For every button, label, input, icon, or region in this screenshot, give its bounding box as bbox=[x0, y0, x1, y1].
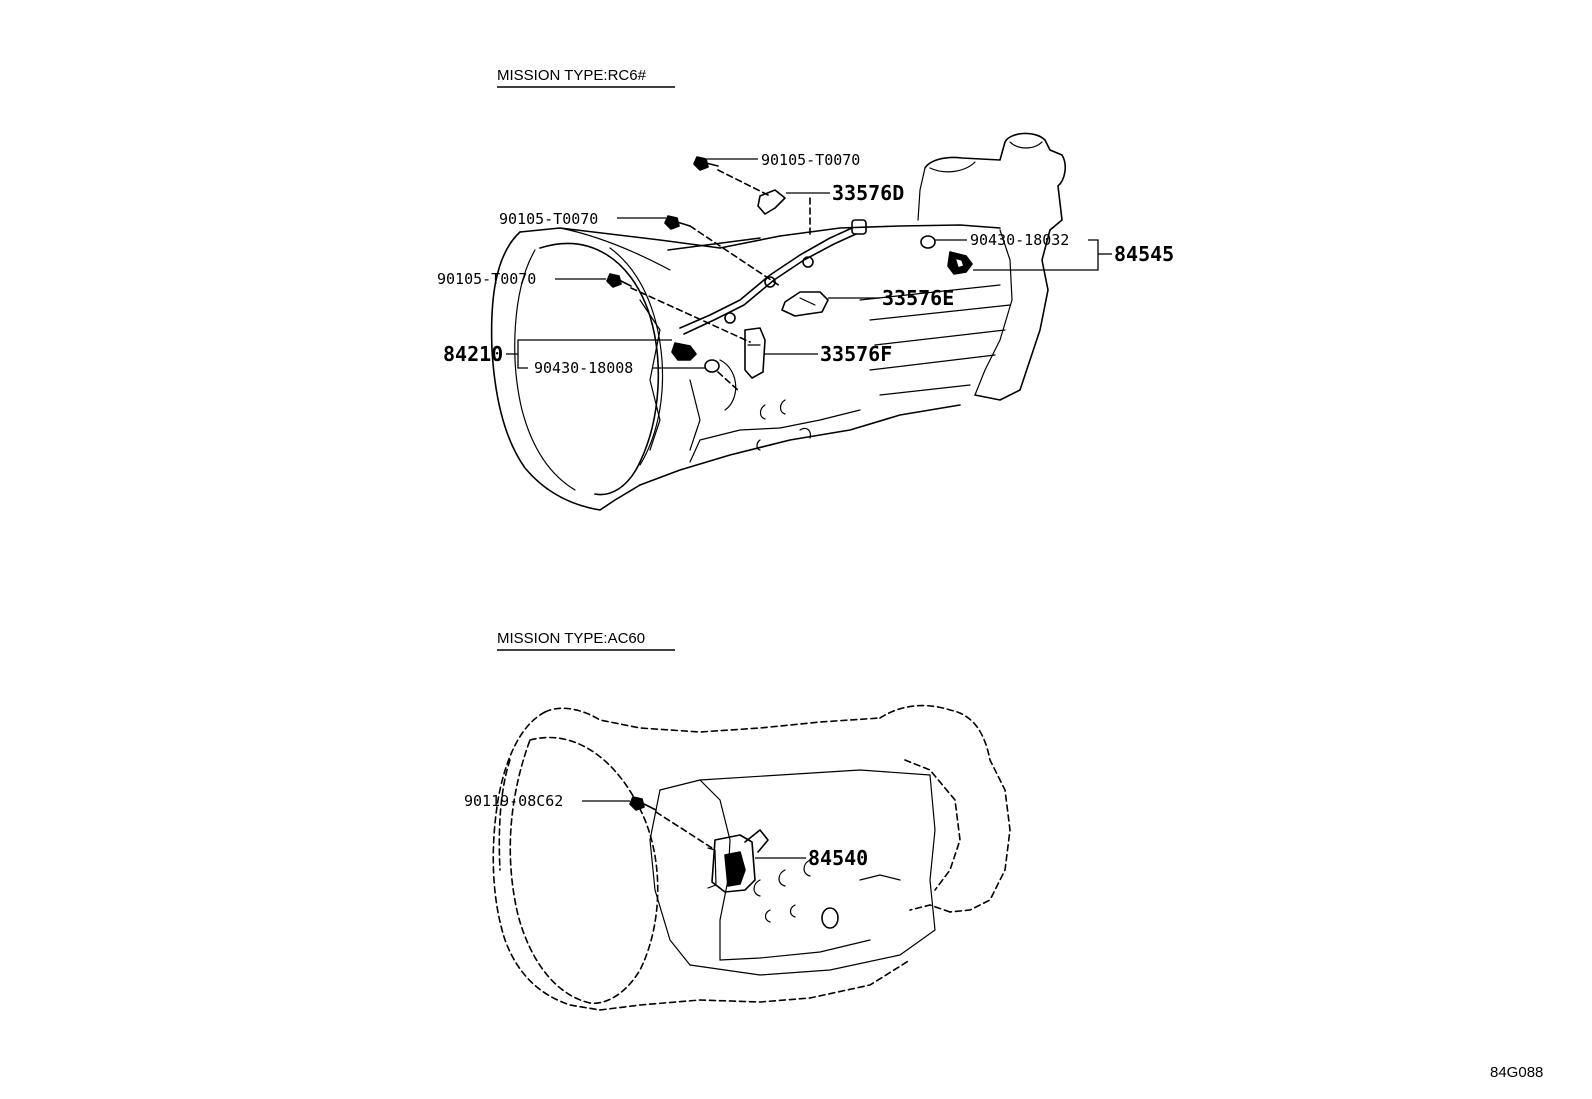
label-switch-ac60: 84540 bbox=[808, 846, 868, 870]
label-switch-left: 84210 bbox=[443, 342, 503, 366]
label-gasket-left: 90430-18008 bbox=[534, 359, 633, 377]
label-gasket-right: 90430-18032 bbox=[970, 231, 1069, 249]
label-bracket-e: 33576E bbox=[882, 286, 954, 310]
section-title-rc6: MISSION TYPE:RC6# bbox=[497, 67, 647, 84]
callouts-rc6: 90105-T0070 33576D 90105-T0070 90105-T00… bbox=[437, 151, 1174, 377]
manual-transmission-drawing bbox=[490, 132, 1067, 511]
label-bracket-d: 33576D bbox=[832, 181, 904, 205]
label-bolt-ac60: 90119-08C62 bbox=[464, 792, 563, 810]
section-rc6: MISSION TYPE:RC6# bbox=[437, 67, 1174, 511]
label-bolt-left: 90105-T0070 bbox=[437, 270, 536, 288]
label-switch-right: 84545 bbox=[1114, 242, 1174, 266]
section-title-ac60: MISSION TYPE:AC60 bbox=[497, 630, 645, 647]
callouts-ac60: 90119-08C62 84540 bbox=[464, 792, 868, 870]
label-bracket-f: 33576F bbox=[820, 342, 892, 366]
diagram-id: 84G088 bbox=[1490, 1064, 1543, 1081]
automatic-transmission-drawing bbox=[492, 704, 1011, 1011]
section-ac60: MISSION TYPE:AC60 bbox=[464, 630, 1011, 1011]
label-bolt-mid: 90105-T0070 bbox=[499, 210, 598, 228]
label-bolt-top: 90105-T0070 bbox=[761, 151, 860, 169]
